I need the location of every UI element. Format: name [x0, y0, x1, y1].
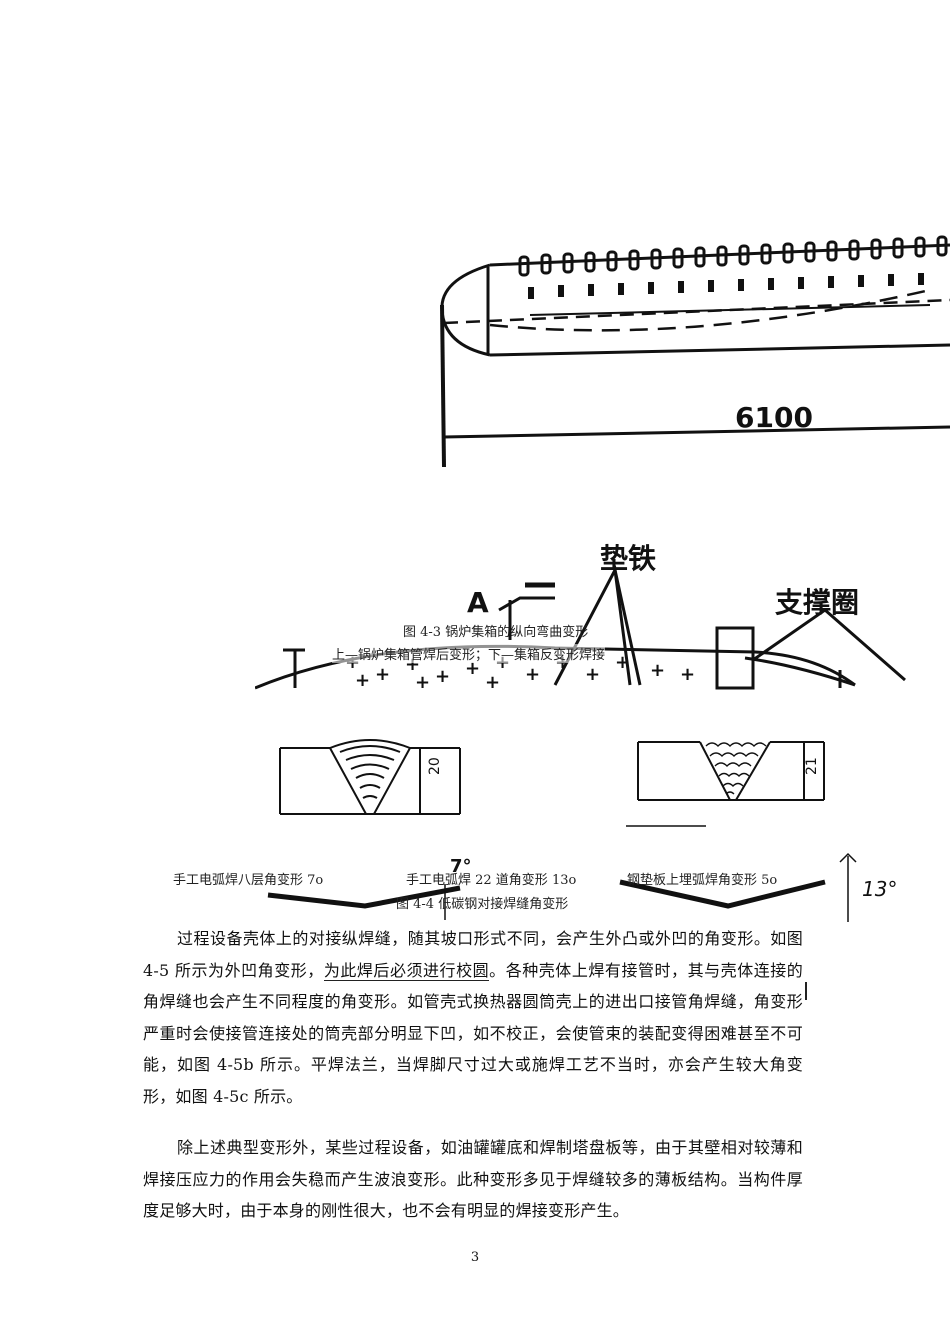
body-paragraph-2: 除上述典型变形外，某些过程设备，如油罐罐底和焊制塔盘板等，由于其壁相对较薄和焊接… [143, 1132, 803, 1227]
left-thickness-label: 20 [427, 757, 443, 775]
section-label-a: A [467, 586, 489, 619]
weld-label-b: 手工电弧焊 22 道角变形 13o [406, 873, 577, 888]
figure-4-3-reverse-deformation: +++ +++ +++ +++ +++ A 垫铁 支撑圈 [255, 542, 906, 690]
svg-text:+: + [680, 664, 695, 685]
nozzle-row [518, 235, 948, 277]
svg-text:+: + [650, 660, 665, 681]
paragraph-1-underlined: 为此焊后必须进行校圆 [323, 960, 490, 981]
weld-label-c: 钢垫板上埋弧焊角变形 5o [627, 873, 778, 888]
dimension-label: 6100 [735, 401, 813, 434]
paragraph-2-text: 除上述典型变形外，某些过程设备，如油罐罐底和焊制塔盘板等，由于其壁相对较薄和焊接… [143, 1138, 803, 1220]
figure-4-4-caption: 图 4-4 低碳钢对接焊缝角变形 [396, 897, 569, 912]
svg-text:+: + [435, 666, 450, 687]
svg-text:+: + [355, 670, 370, 690]
page-number: 3 [470, 1250, 480, 1265]
figure-4-4-right-section: 21 [626, 741, 825, 827]
paragraph-1-text-a: 过程设备壳体上的对接纵焊缝，随其坡口形式不同，会产生外凸或外凹的角变形。如图 4… [143, 929, 803, 980]
svg-text:+: + [525, 664, 540, 685]
figure-4-3-header-drawing: 6100 [440, 235, 950, 468]
figure-4-3-caption: 图 4-3 锅炉集箱的纵向弯曲变形 [403, 625, 589, 640]
margin-mark [805, 982, 807, 1000]
figure-4-3-subcaption: 上—锅炉集箱管焊后变形；下—集箱反变形焊接 [332, 644, 606, 663]
svg-text:+: + [415, 672, 430, 690]
svg-text:+: + [375, 664, 390, 685]
figure-4-4-left-section: 20 [279, 739, 461, 815]
angle-b-label: 13° [862, 877, 897, 901]
body-paragraph-1: 过程设备壳体上的对接纵焊缝，随其坡口形式不同，会产生外凸或外凹的角变形。如图 4… [143, 923, 803, 1112]
svg-text:+: + [485, 672, 500, 690]
right-thickness-label: 21 [804, 757, 820, 775]
svg-text:+: + [465, 658, 480, 679]
label-shim: 垫铁 [600, 542, 656, 575]
paragraph-1-text-b: 。各种壳体上焊有接管时，其与壳体连接的角焊缝也会产生不同程度的角变形。如管壳式换… [143, 960, 803, 1106]
figure-4-4-angle-sketches: 7° 13° [267, 852, 897, 922]
label-support-ring: 支撑圈 [775, 586, 859, 619]
angle-a-label: 7° [450, 856, 472, 877]
weld-label-a: 手工电弧焊八层角变形 7o [173, 873, 324, 888]
svg-text:+: + [585, 664, 600, 685]
svg-text:+: + [615, 652, 630, 673]
